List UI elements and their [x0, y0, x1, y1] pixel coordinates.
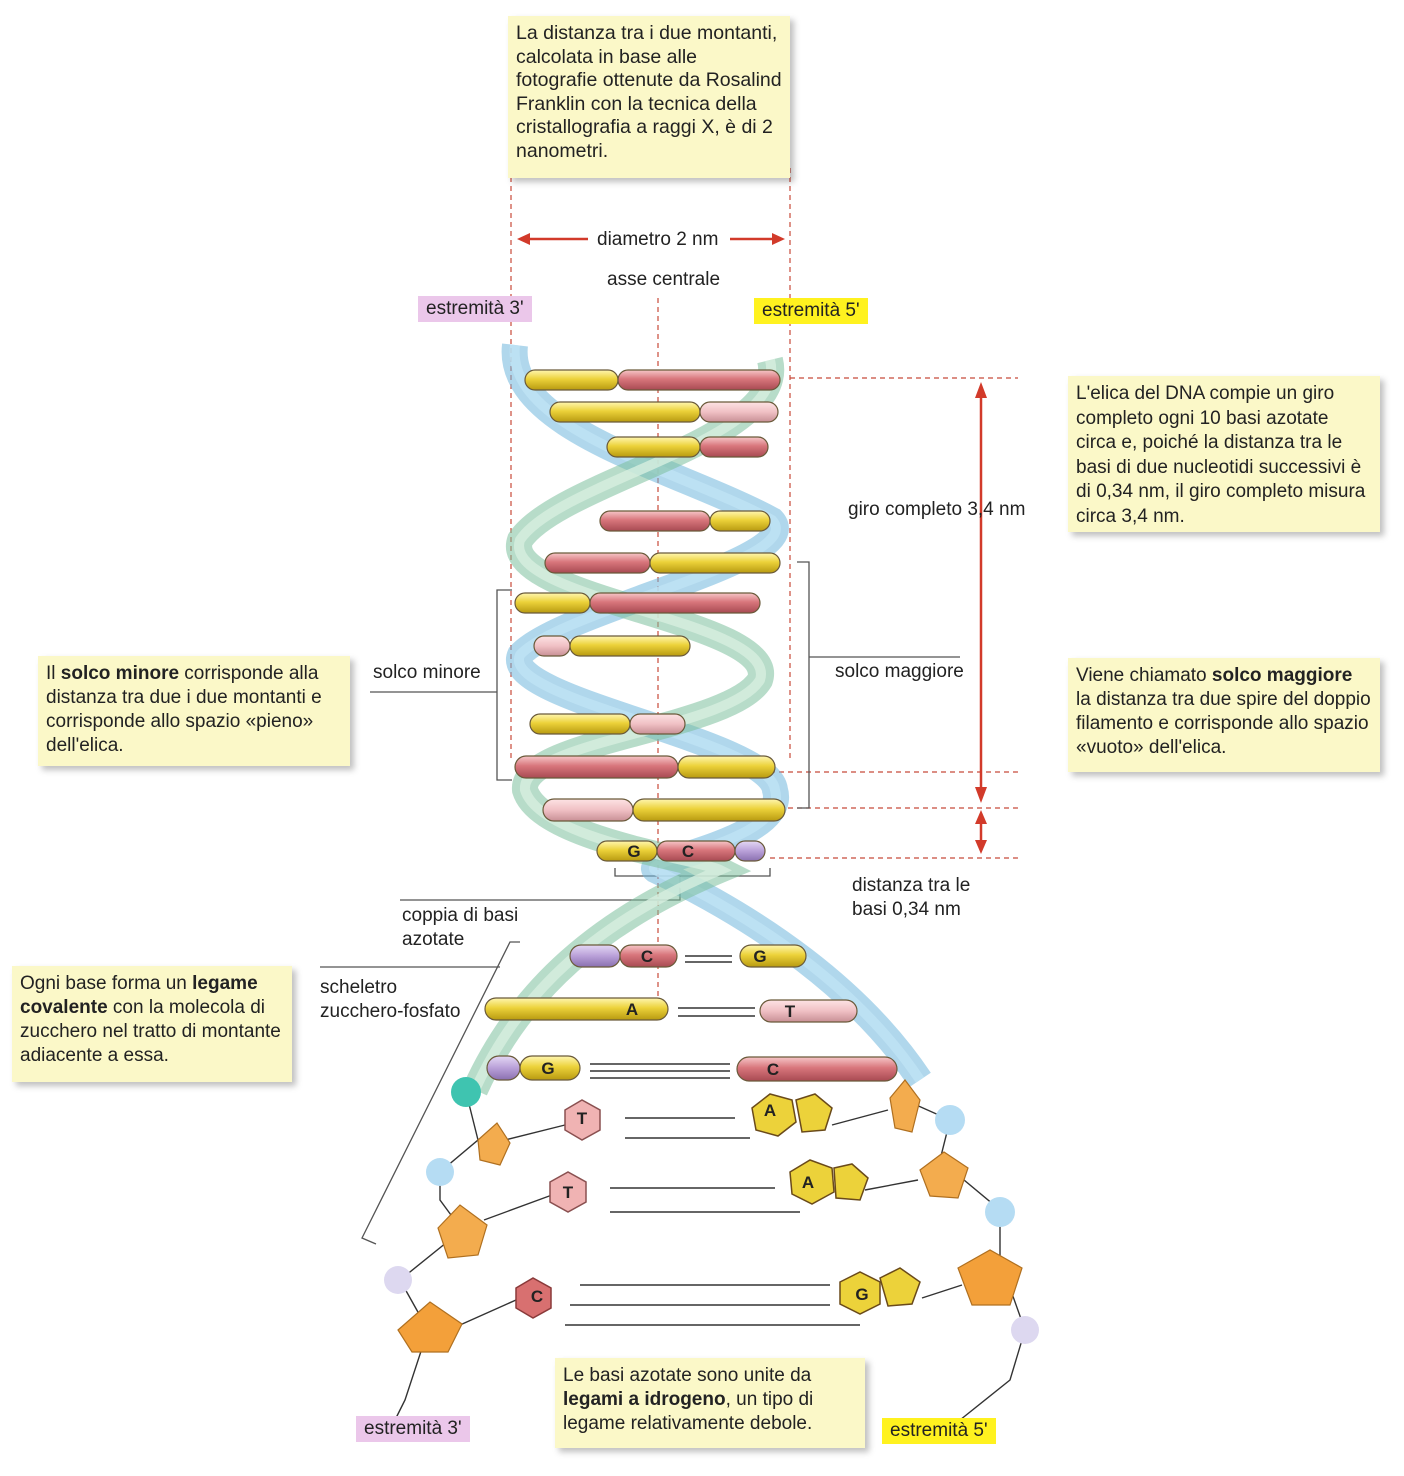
axis-label: asse centrale	[607, 269, 721, 290]
flat-base-letter: T	[563, 1183, 574, 1202]
base-letter: C	[641, 947, 653, 966]
base-letter: C	[767, 1060, 779, 1079]
base-pair-segment	[656, 840, 736, 862]
base-pair-segment	[533, 635, 571, 657]
base-pair-segment	[709, 510, 771, 532]
flat-base-letter: G	[855, 1285, 868, 1304]
minor-note-bold: solco minore	[60, 663, 180, 684]
base-pair-segment	[734, 840, 766, 862]
base-letter: T	[785, 1002, 796, 1021]
base-pair-segment	[514, 592, 591, 614]
flat-base-letter: A	[802, 1173, 814, 1192]
covalent-note-bold: legame covalente	[20, 973, 258, 1018]
base-pair-segment	[677, 755, 776, 779]
base-pair-segment	[617, 369, 781, 391]
minor-groove-note: Il solco minore corrisponde alla distanz…	[38, 656, 350, 766]
base-distance-arrow	[975, 810, 987, 854]
base-letter: C	[682, 842, 694, 861]
minor-note-pre: Il	[46, 663, 61, 684]
major-note-pre: Viene chiamato	[1076, 665, 1212, 686]
hbond-note-pre: Le basi azotate sono unite da	[563, 1365, 812, 1386]
base-pair-segment	[739, 944, 807, 968]
base-pair-segment	[606, 436, 701, 458]
base-pair-segment	[519, 1055, 581, 1081]
base-pair-segment	[649, 552, 781, 574]
base-pair-segment	[484, 997, 669, 1021]
turn-label: giro completo 3,4 nm	[848, 499, 1026, 520]
base-pair-segment	[544, 552, 651, 574]
turn-note: L'elica del DNA compie un giro completo …	[1068, 376, 1380, 532]
end3-bottom-tag: estremità 3'	[356, 1416, 470, 1442]
base-pair-segment	[514, 755, 679, 779]
base-pair-segment	[699, 436, 769, 458]
covalent-note-post: con la molecola di zucchero nel tratto d…	[20, 997, 281, 1066]
base-pair-segment	[486, 1055, 521, 1081]
base-pair-segment	[569, 944, 621, 968]
base-letter: G	[627, 842, 640, 861]
phosphates	[384, 1077, 1039, 1344]
base-distance-label-2: basi 0,34 nm	[852, 899, 961, 920]
turn-arrow	[975, 382, 987, 803]
diameter-arrow	[517, 233, 785, 245]
major-groove-label: solco maggiore	[835, 661, 964, 682]
groove-brackets	[320, 561, 960, 1245]
base-pair-segment	[629, 713, 686, 735]
hbond-note-post: , un tipo di legame relativamente debole…	[563, 1389, 814, 1434]
flat-base-letter: A	[764, 1101, 776, 1120]
base-pair-segment	[632, 798, 786, 822]
sugars	[397, 1079, 1023, 1353]
end5-top-tag: estremità 5'	[754, 298, 868, 324]
base-pair-label-2: azotate	[402, 929, 465, 950]
end3-top-tag: estremità 3'	[418, 296, 532, 322]
base-letter: A	[626, 1000, 638, 1019]
base-pair-segment	[569, 635, 691, 657]
covalent-note: Ogni base forma un legame covalente con …	[12, 966, 292, 1082]
diameter-label: diametro 2 nm	[597, 229, 719, 250]
base-pair-segment	[549, 401, 701, 423]
flat-base-letter: T	[577, 1109, 588, 1128]
major-note-post: la distanza tra due spire del doppio fil…	[1076, 689, 1371, 758]
hydrogen-bonds	[565, 955, 860, 1326]
minor-note-post: corrisponde alla distanza tra due i due …	[46, 663, 322, 756]
major-note-bold: solco maggiore	[1211, 665, 1353, 686]
base-pair-segment	[589, 592, 761, 614]
base-pairs-helix: G C C G A T G C	[484, 369, 898, 1082]
base-pair-label-1: coppia di basi	[402, 905, 519, 926]
base-pair-segment	[524, 369, 619, 391]
base-pair-segment	[619, 944, 678, 968]
base-pair-segment	[759, 999, 858, 1023]
base-letter: G	[753, 947, 766, 966]
top-note: La distanza tra i due montanti, calcolat…	[508, 16, 790, 178]
base-pair-segment	[736, 1056, 898, 1082]
hydrogen-bond-note: Le basi azotate sono unite da legami a i…	[555, 1358, 865, 1448]
major-groove-note: Viene chiamato solco maggiore la distanz…	[1068, 658, 1380, 772]
hbond-note-bold: legami a idrogeno	[563, 1389, 726, 1410]
base-pair-segment	[529, 713, 631, 735]
base-pair-segment	[542, 798, 634, 822]
base-pair-segment	[599, 510, 711, 532]
covalent-note-pre: Ogni base forma un	[20, 973, 193, 994]
backbone-label-1: scheletro	[320, 977, 398, 998]
flat-base-letter: C	[531, 1287, 543, 1306]
end5-bottom-tag: estremità 5'	[882, 1418, 996, 1444]
base-letter: G	[541, 1059, 554, 1078]
base-pair-segment	[699, 401, 779, 423]
backbone-label-2: zucchero-fosfato	[320, 1001, 461, 1022]
minor-groove-label: solco minore	[373, 662, 481, 683]
flat-bases	[515, 1093, 921, 1319]
base-distance-label-1: distanza tra le	[852, 875, 971, 896]
